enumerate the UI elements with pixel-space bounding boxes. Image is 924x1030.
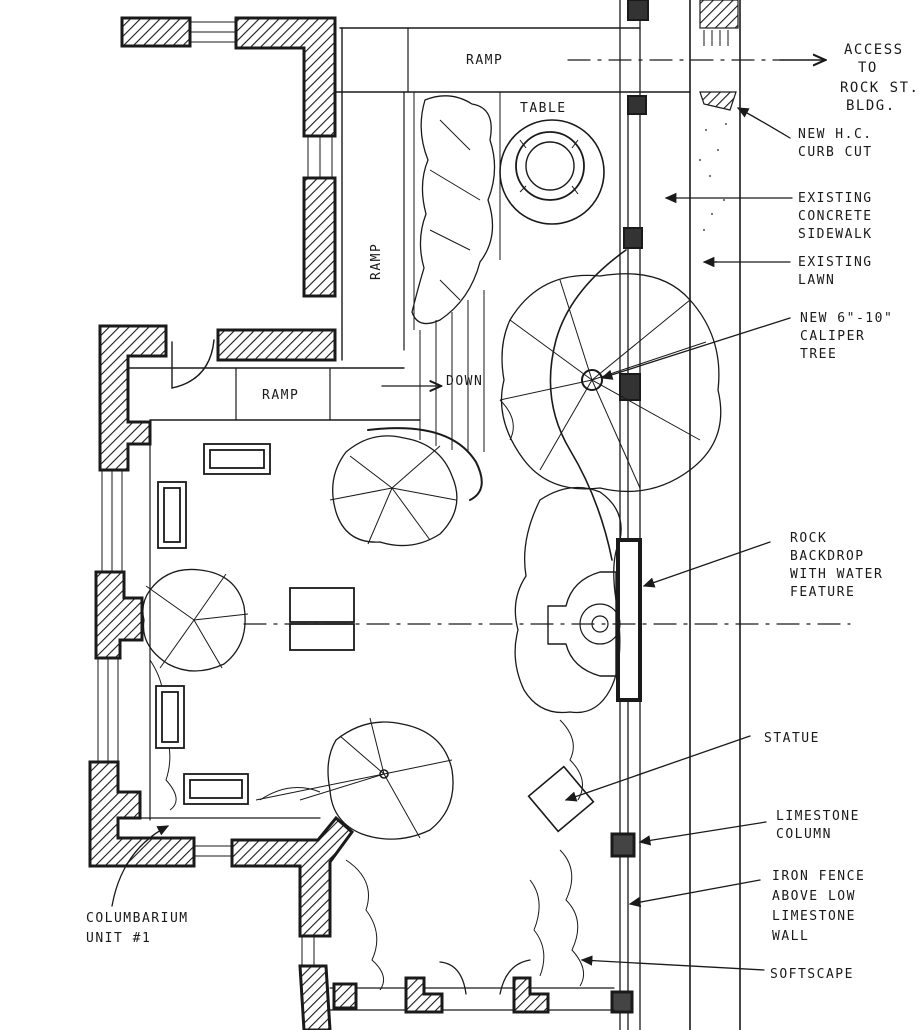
- tree-text-3: TREE: [800, 347, 837, 362]
- fence-text-1: IRON FENCE: [772, 869, 865, 884]
- rock-text-4: FEATURE: [790, 585, 855, 600]
- columbarium-text-2: UNIT #1: [86, 931, 151, 946]
- tree-courtyard-top: [329, 427, 483, 547]
- wall-top-corner: [234, 16, 337, 138]
- sidewalk-text-2: CONCRETE: [798, 209, 873, 224]
- ramps: [127, 27, 691, 452]
- callout-leaders: [111, 60, 824, 971]
- lawn-text-1: EXISTING: [798, 255, 873, 270]
- curb-text-2: CURB CUT: [798, 145, 873, 160]
- new-caliper-tree: [499, 249, 722, 561]
- access-text-4: BLDG.: [846, 98, 896, 114]
- limestone-column: [610, 832, 636, 858]
- tree-courtyard-left: [142, 568, 249, 672]
- wall-ramp-ledge: [216, 328, 337, 362]
- wall-left-mid: [94, 570, 144, 660]
- curb-text-1: NEW H.C.: [798, 127, 873, 142]
- rock-text-1: ROCK: [790, 531, 827, 546]
- fence-text-3: LIMESTONE: [772, 909, 856, 924]
- wall-top-left: [120, 16, 192, 48]
- table-label: TABLE: [520, 101, 567, 116]
- rock-backdrop-wall: [616, 538, 642, 702]
- tree-text-1: NEW 6"-10": [800, 311, 893, 326]
- wall-left-upper: [98, 324, 168, 472]
- wall-right-pier: [302, 176, 337, 298]
- wall-bottom-corner: [230, 815, 355, 938]
- ramp-vertical-label: RAMP: [369, 243, 384, 280]
- column-text-2: COLUMN: [776, 827, 832, 842]
- statue: [527, 765, 595, 833]
- planter-shrubs: [411, 95, 496, 325]
- down-label: DOWN: [446, 374, 483, 389]
- wall-bottom-stub: [298, 964, 332, 1030]
- water-feature: [514, 486, 622, 714]
- ramp-lower-label: RAMP: [262, 388, 299, 403]
- benches: [155, 443, 355, 805]
- rock-text-3: WITH WATER: [790, 567, 883, 582]
- fence-text-2: ABOVE LOW: [772, 889, 856, 904]
- tree-text-2: CALIPER: [800, 329, 865, 344]
- fence-text-4: WALL: [772, 929, 809, 944]
- columbarium-text-1: COLUMBARIUM: [86, 911, 189, 926]
- sidewalk-stipple: [699, 123, 727, 263]
- sidewalk-text-1: EXISTING: [798, 191, 873, 206]
- wall-left-lower: [88, 760, 196, 868]
- access-text-3: ROCK ST.: [840, 80, 919, 96]
- statue-text: STATUE: [764, 731, 820, 746]
- access-text-2: TO: [858, 60, 878, 76]
- table: [499, 119, 605, 225]
- access-text-1: ACCESS: [844, 42, 904, 58]
- bottom-wall: [329, 959, 615, 1014]
- rock-text-2: BACKDROP: [790, 549, 865, 564]
- tree-courtyard-bottom: [255, 717, 454, 840]
- fence-and-sidewalk: [610, 0, 741, 1030]
- annotations: ACCESS TO ROCK ST. BLDG. NEW H.C. CURB C…: [86, 42, 919, 982]
- softscape-text: SOFTSCAPE: [770, 967, 854, 982]
- lawn-text-2: LAWN: [798, 273, 835, 288]
- sidewalk-text-3: SIDEWALK: [798, 227, 873, 242]
- ramp-top-label: RAMP: [466, 53, 503, 68]
- column-text-1: LIMESTONE: [776, 809, 860, 824]
- building-walls: [88, 16, 355, 1030]
- softscape: [149, 399, 585, 991]
